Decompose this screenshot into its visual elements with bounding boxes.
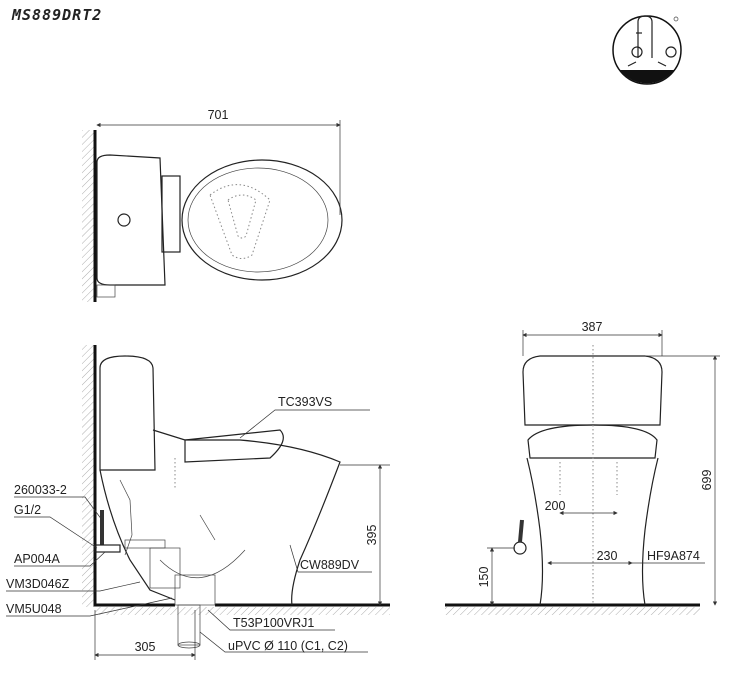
hose-label: 260033-2 xyxy=(14,483,67,497)
top-view: 701 xyxy=(82,108,343,302)
front-width-dimension: 387 xyxy=(582,320,603,334)
top-width-dimension: 701 xyxy=(208,108,229,122)
side-view: 395 305 TC393VS CW889DV 260033-2 G1/2 AP… xyxy=(6,345,390,660)
fixing-label: HF9A874 xyxy=(647,549,700,563)
inlet-height-dimension: 150 xyxy=(477,567,491,588)
rough-in-dimension: 305 xyxy=(135,640,156,654)
thread-label: G1/2 xyxy=(14,503,41,517)
side-height-dimension: 395 xyxy=(365,525,379,546)
base-width-dimension: 230 xyxy=(597,549,618,563)
pipe-label: uPVC Ø 110 (C1, C2) xyxy=(228,639,348,653)
adapter-label: T53P100VRJ1 xyxy=(233,616,314,630)
faucet-water-saving-logo-icon xyxy=(612,15,682,85)
model-title: MS889DRT2 xyxy=(11,6,102,24)
bolt-spacing-dimension: 200 xyxy=(545,499,566,513)
flange-label: VM3D046Z xyxy=(6,577,70,591)
front-view: 387 699 200 230 HF9A874 150 xyxy=(445,320,720,615)
bolt-label: VM5U048 xyxy=(6,602,62,616)
valve-label: AP004A xyxy=(14,552,61,566)
total-height-dimension: 699 xyxy=(700,470,714,491)
bowl-label: CW889DV xyxy=(300,558,360,572)
seat-label: TC393VS xyxy=(278,395,332,409)
